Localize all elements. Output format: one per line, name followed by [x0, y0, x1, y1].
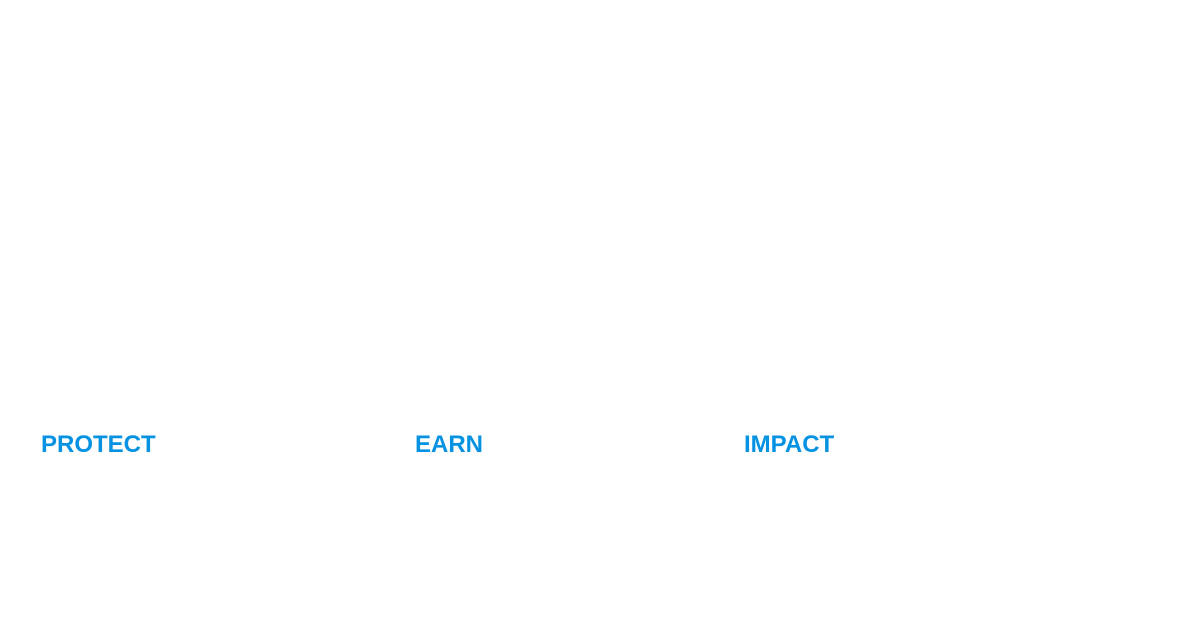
- feature-heading-earn: EARN: [415, 431, 484, 458]
- feature-heading-protect: PROTECT: [41, 431, 156, 458]
- feature-heading-impact: IMPACT: [744, 431, 835, 458]
